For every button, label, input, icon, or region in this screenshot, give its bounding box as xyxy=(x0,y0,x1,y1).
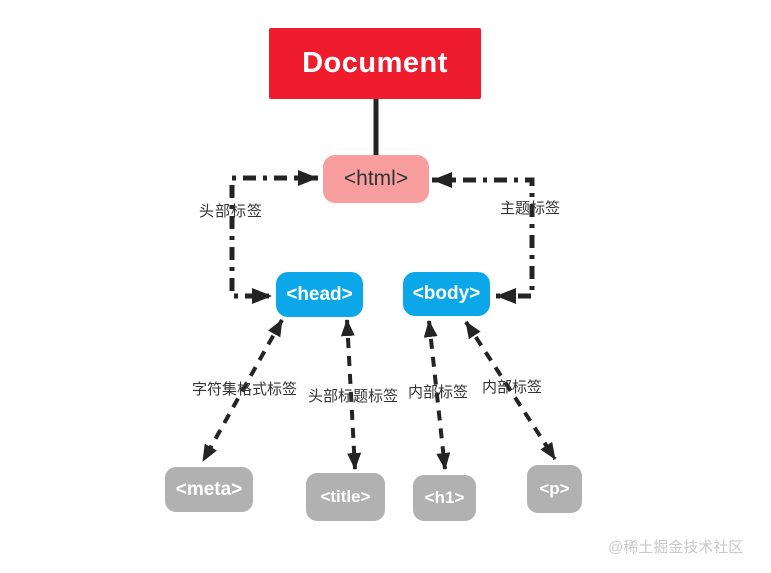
node-head-tag: <head> xyxy=(276,272,363,317)
edge-label-p-link: 内部标签 xyxy=(482,379,543,396)
edge-label-h1-link: 内部标签 xyxy=(408,384,469,401)
edge-head-title xyxy=(340,319,362,470)
edge-html-body xyxy=(432,172,535,304)
node-title-tag: <title> xyxy=(306,473,385,521)
watermark-text: @稀土掘金技术社区 xyxy=(608,539,744,556)
edge-html-head xyxy=(229,170,318,304)
node-document: Document xyxy=(269,28,481,99)
node-meta-tag: <meta> xyxy=(165,467,253,512)
edge-label-body-link: 主题标签 xyxy=(500,200,561,217)
node-html-tag: <html> xyxy=(323,155,429,203)
node-h1-tag: <h1> xyxy=(413,475,476,521)
edge-body-h1 xyxy=(423,320,451,470)
edge-label-meta-link: 字符集格式标签 xyxy=(192,381,298,398)
node-p-tag: <p> xyxy=(527,465,582,513)
edge-label-title-link: 头部标题标签 xyxy=(308,388,399,405)
edge-head-meta xyxy=(201,319,284,462)
edge-body-p xyxy=(464,320,557,461)
edge-label-head-link: 头部标签 xyxy=(199,203,264,220)
node-body-tag: <body> xyxy=(403,272,490,316)
